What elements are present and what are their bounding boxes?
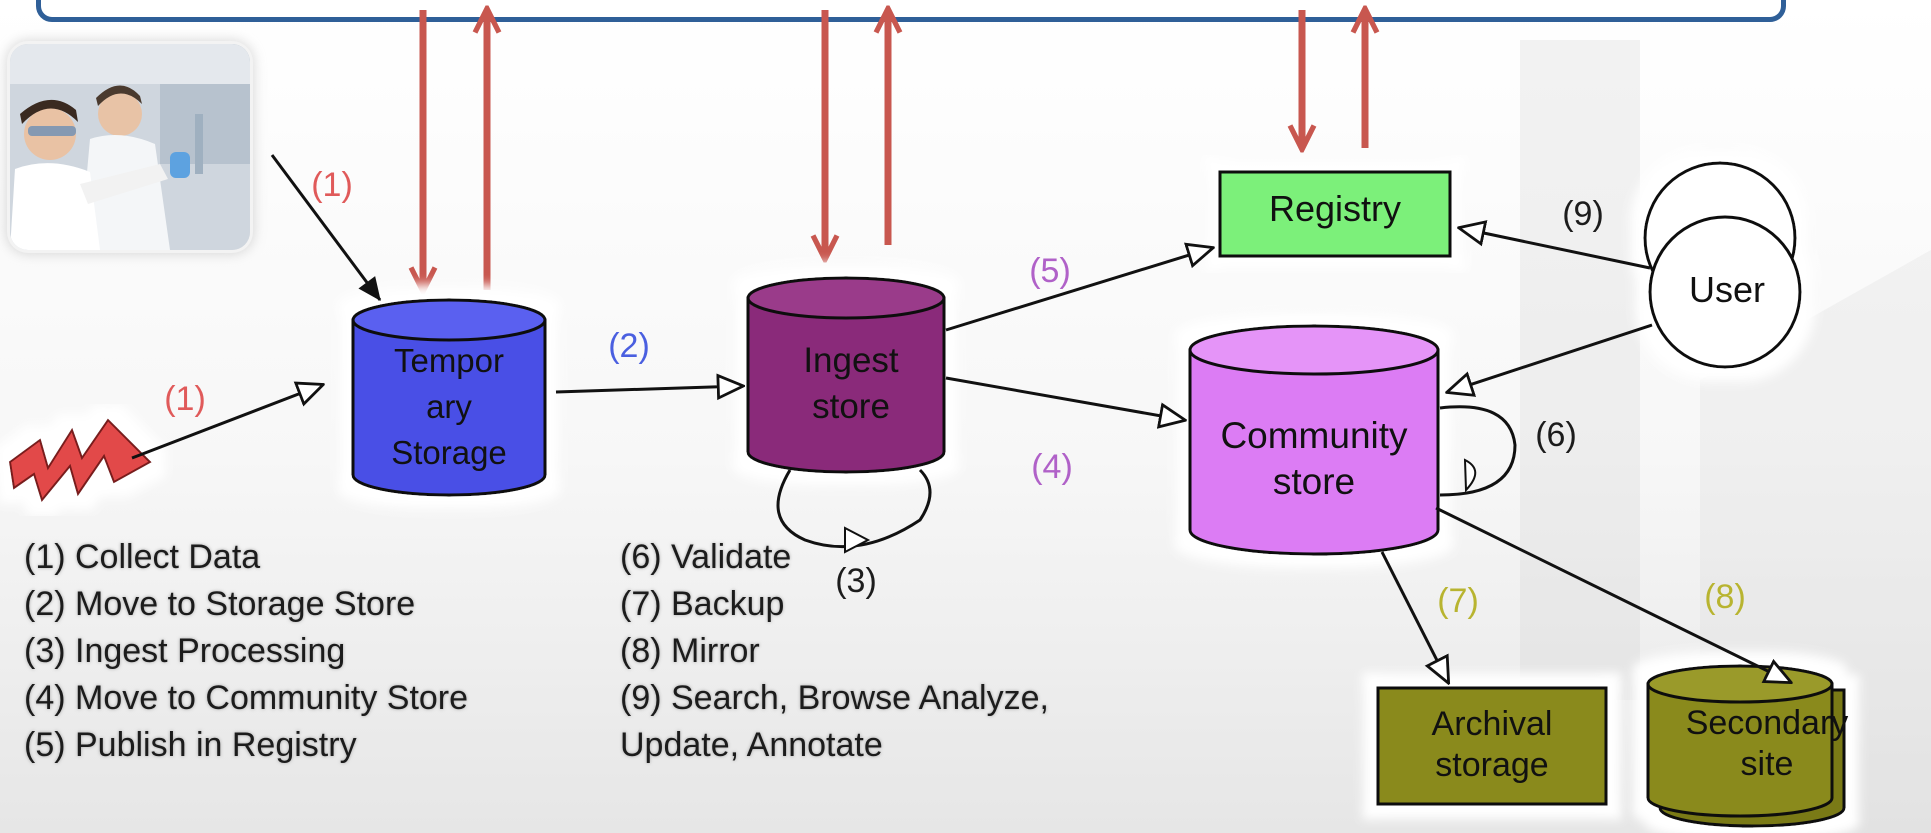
legend-item: (2) Move to Storage Store — [24, 585, 416, 623]
archival-storage-label-2: storage — [1435, 746, 1548, 784]
legend-item: (6) Validate — [620, 538, 792, 576]
community-store-label-1: Community — [1220, 415, 1408, 456]
edge-label-move-community: (4) — [1031, 448, 1073, 486]
registry-node — [1218, 170, 1452, 258]
legend-left: (1) Collect Data (2) Move to Storage Sto… — [24, 534, 468, 769]
legend-item: (5) Publish in Registry — [24, 726, 357, 764]
edge-label-collect-sensor: (1) — [164, 380, 206, 418]
validate-loop-arrowhead — [1463, 458, 1477, 493]
legend-item: (7) Backup — [620, 585, 785, 623]
legend-item: (8) Mirror — [620, 632, 760, 670]
lab-photo — [10, 44, 250, 250]
lightning-sensor-icon — [8, 418, 152, 503]
edge-label-collect-person: (1) — [311, 166, 353, 204]
edge-label-publish-registry: (5) — [1029, 252, 1071, 290]
flow-edges — [131, 154, 1790, 682]
edge-label-validate: (6) — [1535, 416, 1577, 454]
legend-right: (6) Validate (7) Backup (8) Mirror (9) S… — [620, 534, 1049, 769]
validate-loop — [1439, 405, 1517, 497]
registry-label: Registry — [1269, 188, 1401, 229]
legend-item: Update, Annotate — [620, 726, 883, 764]
community-store-label-2: store — [1273, 461, 1355, 502]
legend-item: (9) Search, Browse Analyze, — [620, 679, 1049, 717]
ingest-loop-arrowhead — [844, 526, 871, 554]
archival-storage-node — [1376, 686, 1608, 806]
ingest-store-label-1: Ingest — [803, 341, 899, 380]
legend-item: (1) Collect Data — [24, 538, 261, 576]
secondary-site-node — [1646, 664, 1846, 828]
legend-item: (4) Move to Community Store — [24, 679, 469, 717]
edge-label-backup: (7) — [1437, 582, 1479, 620]
ingest-store-node — [746, 276, 946, 474]
legend-item: (3) Ingest Processing — [24, 632, 346, 670]
ingest-store-label-2: store — [812, 387, 890, 426]
secondary-site-label-1: Secondary — [1686, 704, 1849, 742]
shared-service-arrows — [423, 10, 1365, 290]
edge-label-mirror: (8) — [1704, 578, 1746, 616]
user-node — [1643, 161, 1802, 369]
community-store-node — [1188, 324, 1440, 556]
temporary-storage-label-2: ary — [426, 388, 472, 425]
edge-label-user-search: (9) — [1562, 195, 1604, 233]
edge-label-ingest-processing: (3) — [835, 562, 877, 600]
archival-storage-label-1: Archival — [1432, 705, 1553, 743]
secondary-site-label-2: site — [1741, 745, 1794, 783]
temporary-storage-node — [351, 298, 547, 497]
edge-label-move-storage: (2) — [608, 327, 650, 365]
temporary-storage-label-3: Storage — [391, 434, 507, 471]
user-label: User — [1689, 269, 1765, 310]
temporary-storage-label-1: Tempor — [394, 342, 504, 379]
